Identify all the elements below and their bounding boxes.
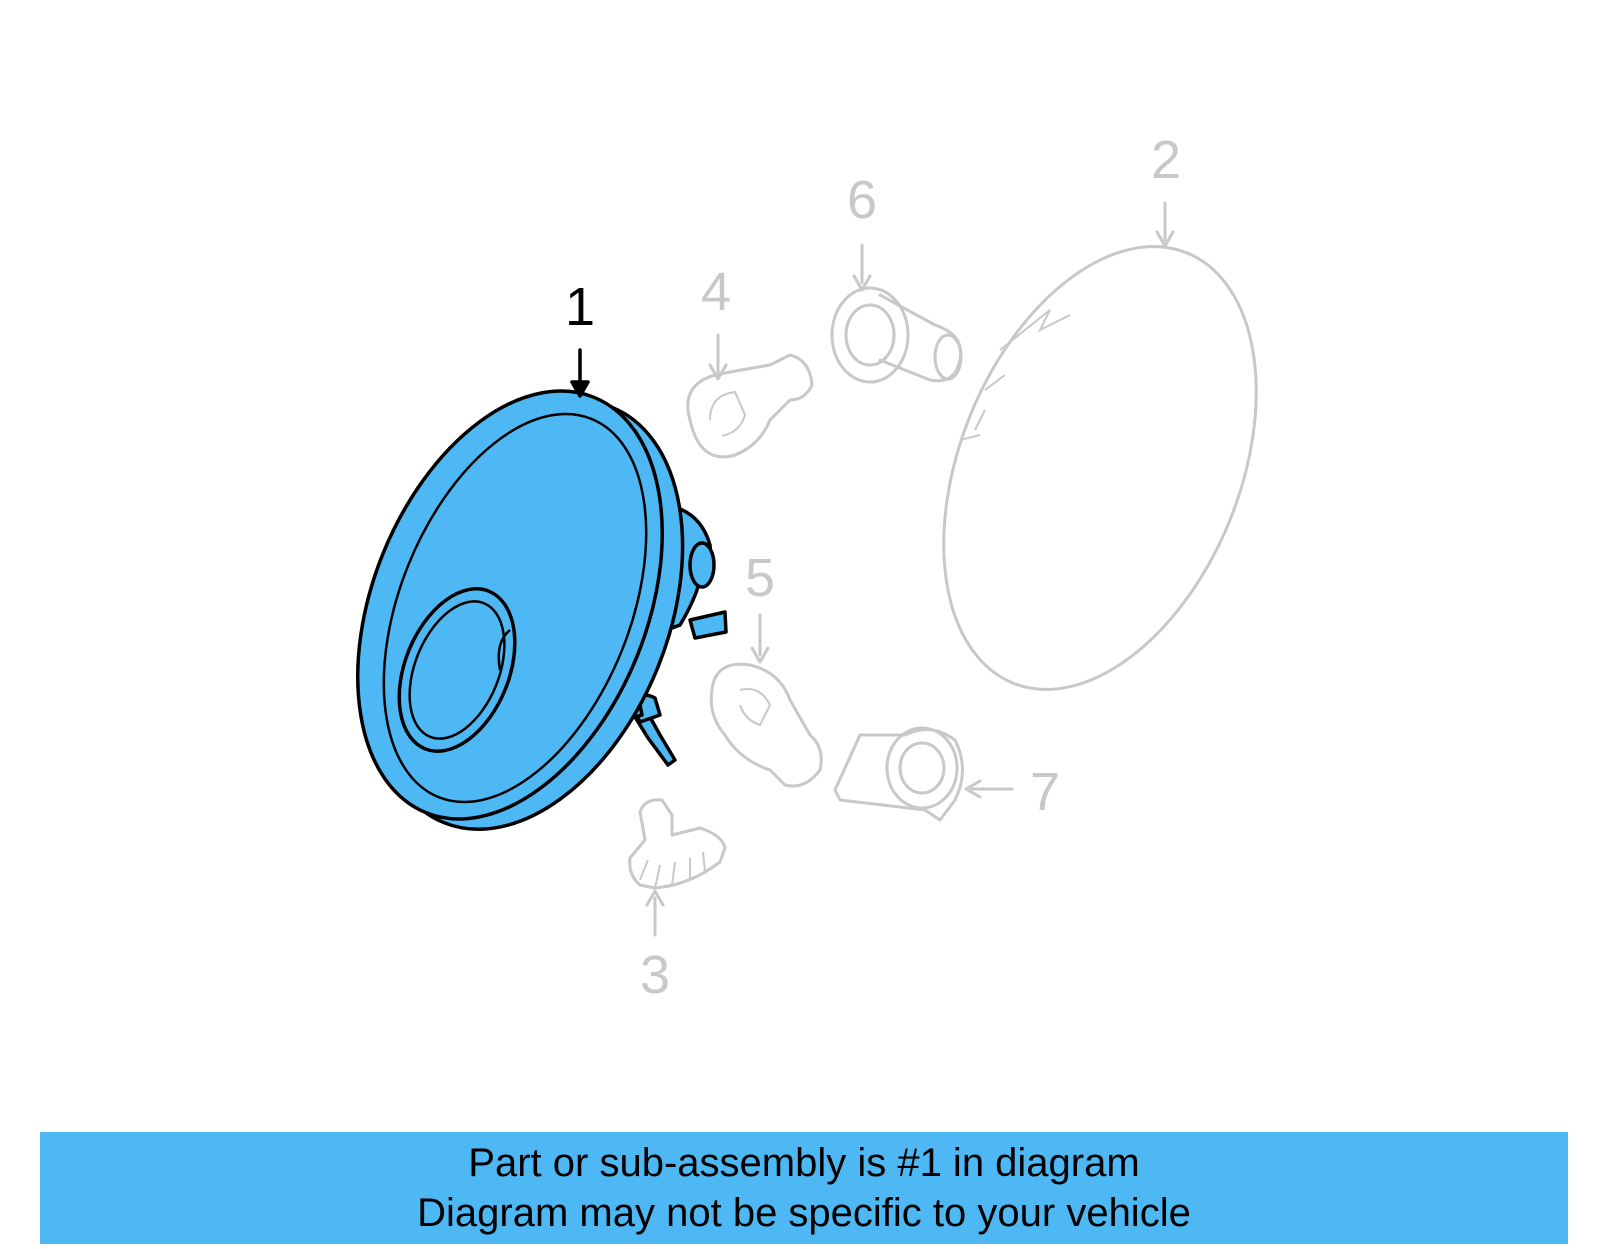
banner-line-1: Part or sub-assembly is #1 in diagram [468,1141,1140,1185]
part-4-bulb [686,333,814,459]
part-7-socket [833,726,1014,822]
part-3-adjuster [628,798,727,937]
callout-1: 1 [565,277,595,337]
part-6-socket [830,243,963,384]
callout-3: 3 [640,945,670,1005]
part-2-lens [942,201,1258,691]
info-banner: Part or sub-assembly is #1 in diagram Di… [40,1132,1568,1244]
callout-5: 5 [745,548,775,608]
part-1-headlamp-housing[interactable] [299,346,742,875]
part-5-bulb [709,613,823,788]
callout-2: 2 [1151,130,1181,190]
callout-7: 7 [1030,762,1060,822]
callout-6: 6 [847,170,877,230]
banner-line-2: Diagram may not be specific to your vehi… [417,1191,1191,1235]
callout-4: 4 [701,262,731,322]
